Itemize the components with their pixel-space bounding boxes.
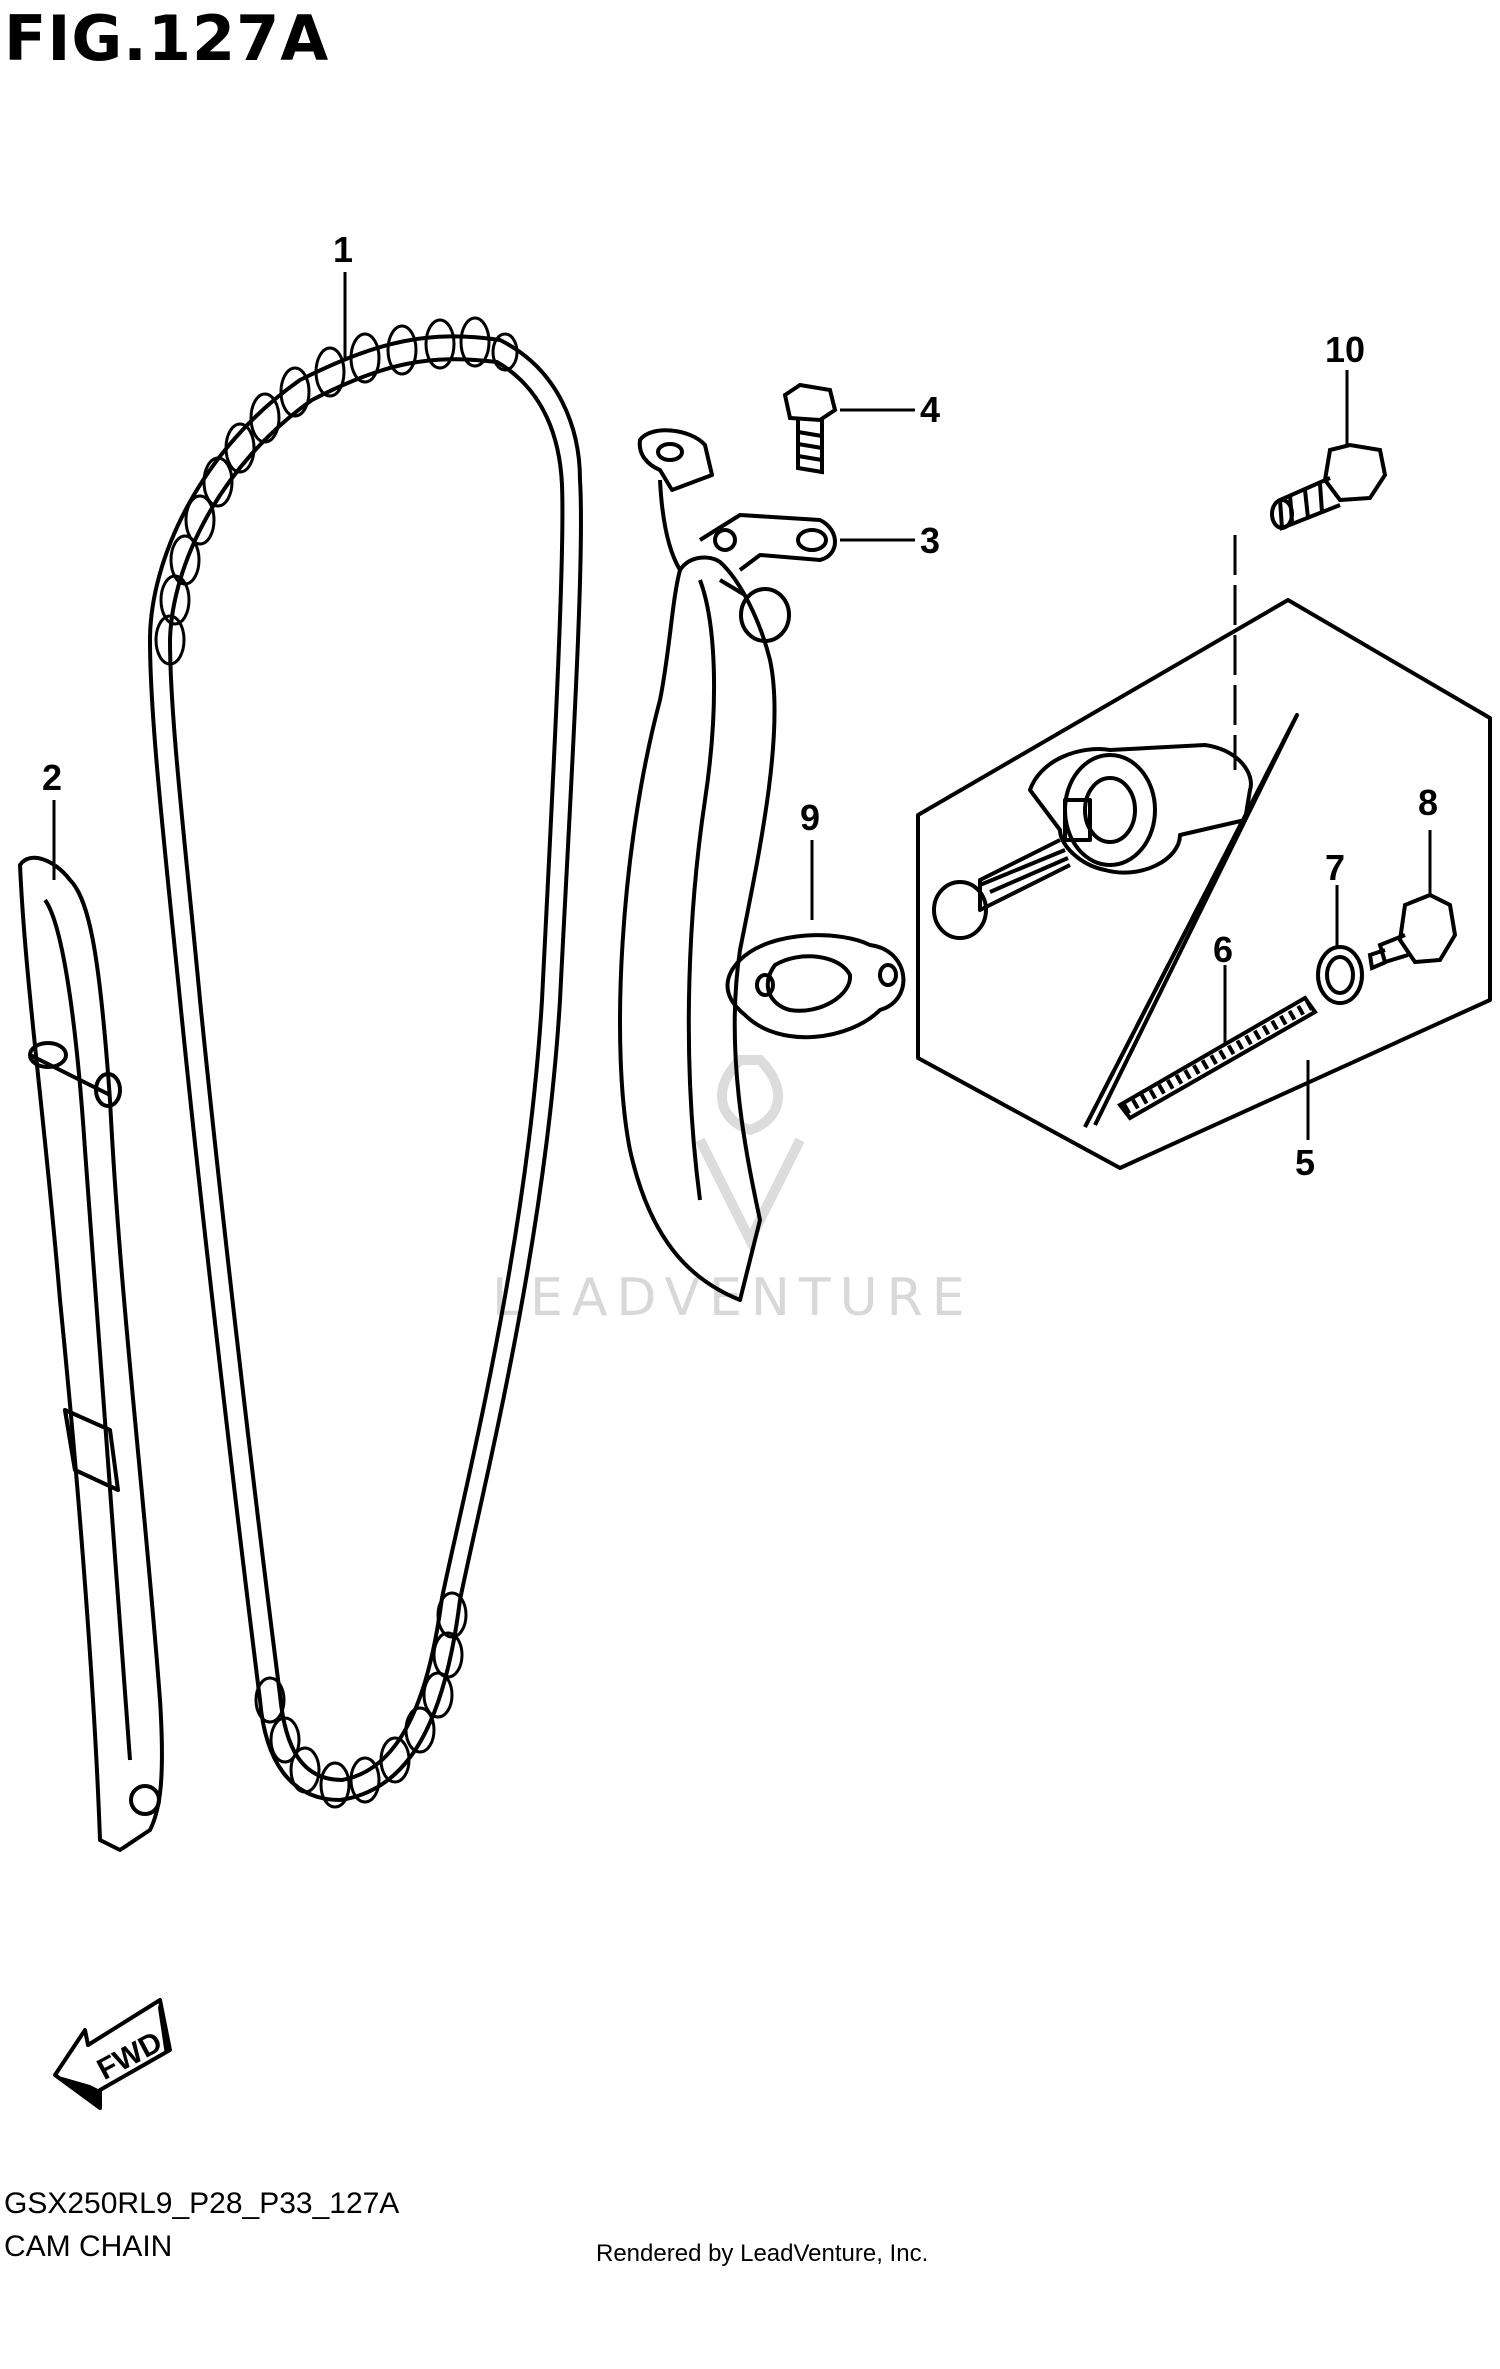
callout-9: 9 [800,797,820,838]
watermark-text: LEADVENTURE [492,1268,974,1328]
rendered-by-credit: Rendered by LeadVenture, Inc. [596,2240,929,2267]
diagram-name: CAM CHAIN [4,2230,173,2263]
part-tensioner-spring[interactable] [1117,995,1318,1121]
callout-5: 5 [1295,1142,1315,1183]
callout-8: 8 [1418,782,1438,823]
part-tensioner-guide[interactable] [618,428,837,1302]
part-tensioner-gasket[interactable] [725,933,906,1040]
part-guide-bolt[interactable] [782,382,838,475]
callout-4: 4 [920,389,940,430]
part-tensioner-bolt[interactable] [1270,442,1388,531]
diagram-code: GSX250RL9_P28_P33_127A [4,2187,400,2220]
part-cam-chain[interactable] [148,316,583,1809]
part-cam-chain-guide[interactable] [18,855,164,1852]
part-sealing-washer[interactable] [1316,945,1364,1005]
part-tensioner-assembly[interactable] [916,598,1492,1170]
callout-10: 10 [1325,329,1365,370]
leadventure-logo-icon [695,1055,805,1252]
figure-title: FIG.127A [4,2,330,75]
callout-7: 7 [1325,847,1345,888]
callout-1: 1 [333,229,353,270]
part-tensioner-cap-bolt[interactable] [1367,892,1458,971]
callout-6: 6 [1213,929,1233,970]
fwd-arrow-icon: FWD [53,1998,172,2110]
callout-2: 2 [42,757,62,798]
callout-3: 3 [920,520,940,561]
